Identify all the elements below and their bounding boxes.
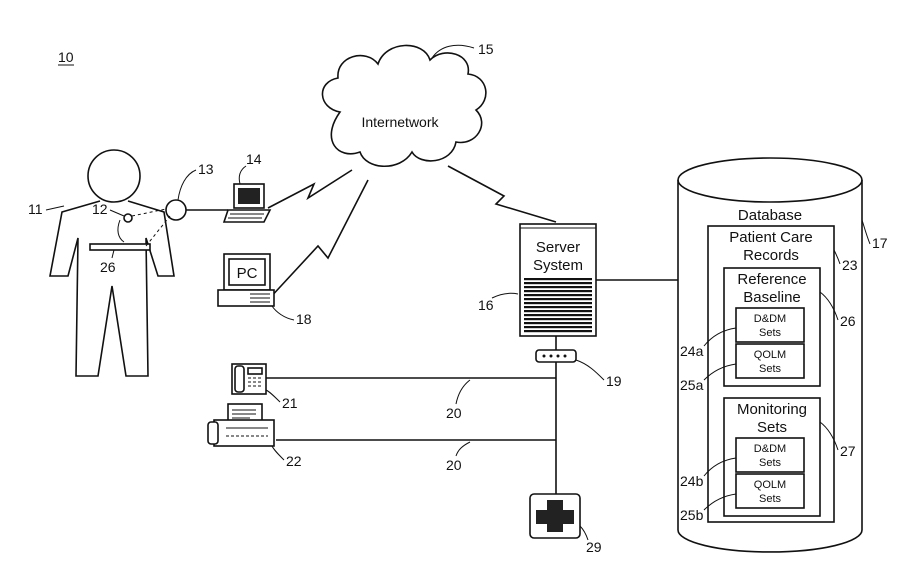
ref-11: 11 <box>28 201 43 217</box>
ref-26-belt: 26 <box>100 259 116 275</box>
baseline-line2: Baseline <box>743 289 801 306</box>
wireless-links <box>268 166 556 300</box>
server-bay-stripe <box>524 286 592 288</box>
ref-19: 19 <box>606 373 622 389</box>
medical-cross-icon: 29 <box>530 494 602 555</box>
baseline-qolm-line1: QOLM <box>754 349 786 361</box>
ref-18: 18 <box>296 311 312 327</box>
server-label-line2: System <box>533 257 583 274</box>
monitoring-line2: Sets <box>757 419 787 436</box>
monitoring-line1: Monitoring <box>737 401 807 418</box>
ref-16: 16 <box>478 297 494 313</box>
server-bay-stripe <box>524 290 592 292</box>
patient-care-line1: Patient Care <box>729 229 812 246</box>
database-title: Database <box>738 207 802 224</box>
server-bay-stripe <box>524 330 592 332</box>
sensor-lead <box>118 220 124 242</box>
wireless-link-server <box>448 166 556 222</box>
ref-14: 14 <box>246 151 262 167</box>
server-bay-stripe <box>524 306 592 308</box>
ref-15: 15 <box>478 41 494 57</box>
ref-25a: 25a <box>680 377 704 393</box>
ref-20-b: 20 <box>446 457 462 473</box>
server-bay-stripe <box>524 294 592 296</box>
wireless-link-laptop <box>268 170 352 208</box>
ref-20-a: 20 <box>446 405 462 421</box>
ref-23: 23 <box>842 257 858 273</box>
ref-27: 27 <box>840 443 856 459</box>
server-bay-stripe <box>524 278 592 280</box>
server-bay-stripe <box>524 282 592 284</box>
baseline-ddm-line1: D&DM <box>754 313 786 325</box>
ref-24b: 24b <box>680 473 704 489</box>
network-hub: 19 20 20 <box>266 336 622 494</box>
patient-figure: 11 12 26 13 <box>28 150 228 376</box>
monitoring-qolm-line1: QOLM <box>754 479 786 491</box>
server-bay-stripe <box>524 310 592 312</box>
ref-25b: 25b <box>680 507 704 523</box>
ref-12: 12 <box>92 201 108 217</box>
server-bay-stripe <box>524 314 592 316</box>
cloud-label: Internetwork <box>361 114 439 130</box>
database-cylinder: Database 17 Patient Care Records 23 Refe… <box>678 158 888 552</box>
monitoring-ddm-line1: D&DM <box>754 443 786 455</box>
ref-29: 29 <box>586 539 602 555</box>
wireless-link-pc <box>268 180 368 300</box>
baseline-line1: Reference <box>737 271 806 288</box>
ref-22: 22 <box>286 453 302 469</box>
patient-care-line2: Records <box>743 247 799 264</box>
figure-label: 10 <box>58 49 74 65</box>
internetwork-cloud: Internetwork 15 <box>322 41 493 166</box>
server-bay-stripe <box>524 302 592 304</box>
baseline-qolm-line2: Sets <box>759 363 782 375</box>
monitoring-qolm-line2: Sets <box>759 493 782 505</box>
pc-screen-text: PC <box>237 265 258 282</box>
baseline-ddm-line2: Sets <box>759 327 782 339</box>
ref-17: 17 <box>872 235 888 251</box>
server-bay-stripe <box>524 326 592 328</box>
server-label-line1: Server <box>536 239 580 256</box>
ref-26-baseline: 26 <box>840 313 856 329</box>
relay-node <box>166 200 186 220</box>
fax-icon: 22 <box>208 404 302 469</box>
pc-icon: PC 18 <box>218 254 312 327</box>
monitoring-ddm-line2: Sets <box>759 457 782 469</box>
server-system: Server System 16 <box>478 224 678 336</box>
server-bay-stripe <box>524 322 592 324</box>
server-bay-stripe <box>524 318 592 320</box>
laptop-icon: 14 <box>224 151 270 222</box>
server-bay-stripe <box>524 298 592 300</box>
figure-number: 10 <box>58 49 74 65</box>
ref-21: 21 <box>282 395 298 411</box>
ref-24a: 24a <box>680 343 704 359</box>
ref-13: 13 <box>198 161 214 177</box>
